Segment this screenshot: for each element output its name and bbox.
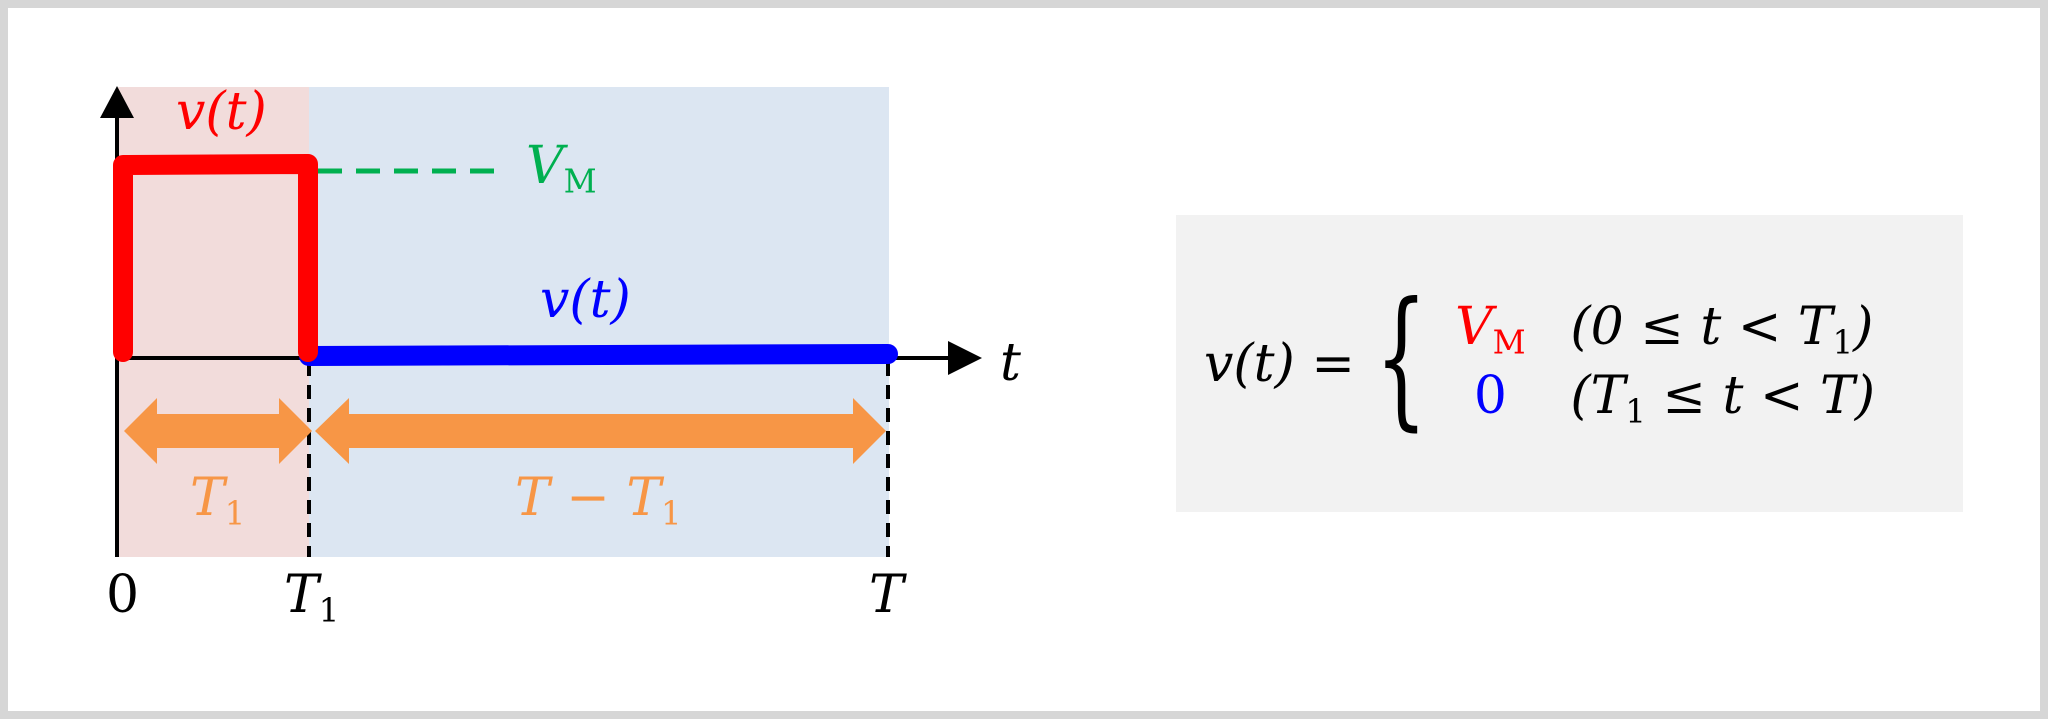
interval-label-t-minus-t1: T − T1 (515, 468, 682, 533)
formula-lhs: v(t) = (1204, 333, 1355, 394)
high-segment-label: v(t) (176, 82, 267, 142)
case-1-value: VM (1455, 296, 1526, 362)
interval-arrow-t-minus-t1 (315, 398, 886, 464)
case-2-value: 0 (1473, 365, 1507, 426)
y-axis-arrowhead-icon (100, 86, 134, 118)
low-segment-label: v(t) (540, 270, 631, 330)
case-2-condition: (T1 ≤ t < T) (1570, 365, 1876, 431)
x-axis-arrowhead-icon (948, 341, 982, 375)
x-tick-t: T (869, 565, 904, 625)
piecewise-formula-box: v(t) = { VM (0 ≤ t < T1) 0 (T1 ≤ t < T) (1176, 215, 1963, 512)
x-axis-label: t (1000, 333, 1021, 393)
formula-cases: VM (0 ≤ t < T1) 0 (T1 ≤ t < T) (1430, 297, 1875, 430)
x-tick-t1: T1 (284, 565, 340, 630)
signal-high-pulse (113, 154, 318, 362)
x-tick-0: 0 (106, 565, 140, 625)
interval-arrow-t1 (124, 398, 312, 464)
blue-region-off-interval (309, 87, 889, 557)
case-1-condition: (0 ≤ t < T1) (1570, 296, 1874, 362)
vm-level-label: VM (526, 136, 597, 201)
piecewise-formula: v(t) = { VM (0 ≤ t < T1) 0 (T1 ≤ t < T) (1204, 215, 1875, 512)
cases-brace: { (1374, 270, 1428, 445)
interval-label-t1: T1 (190, 468, 246, 533)
signal-low-segment (299, 344, 898, 366)
